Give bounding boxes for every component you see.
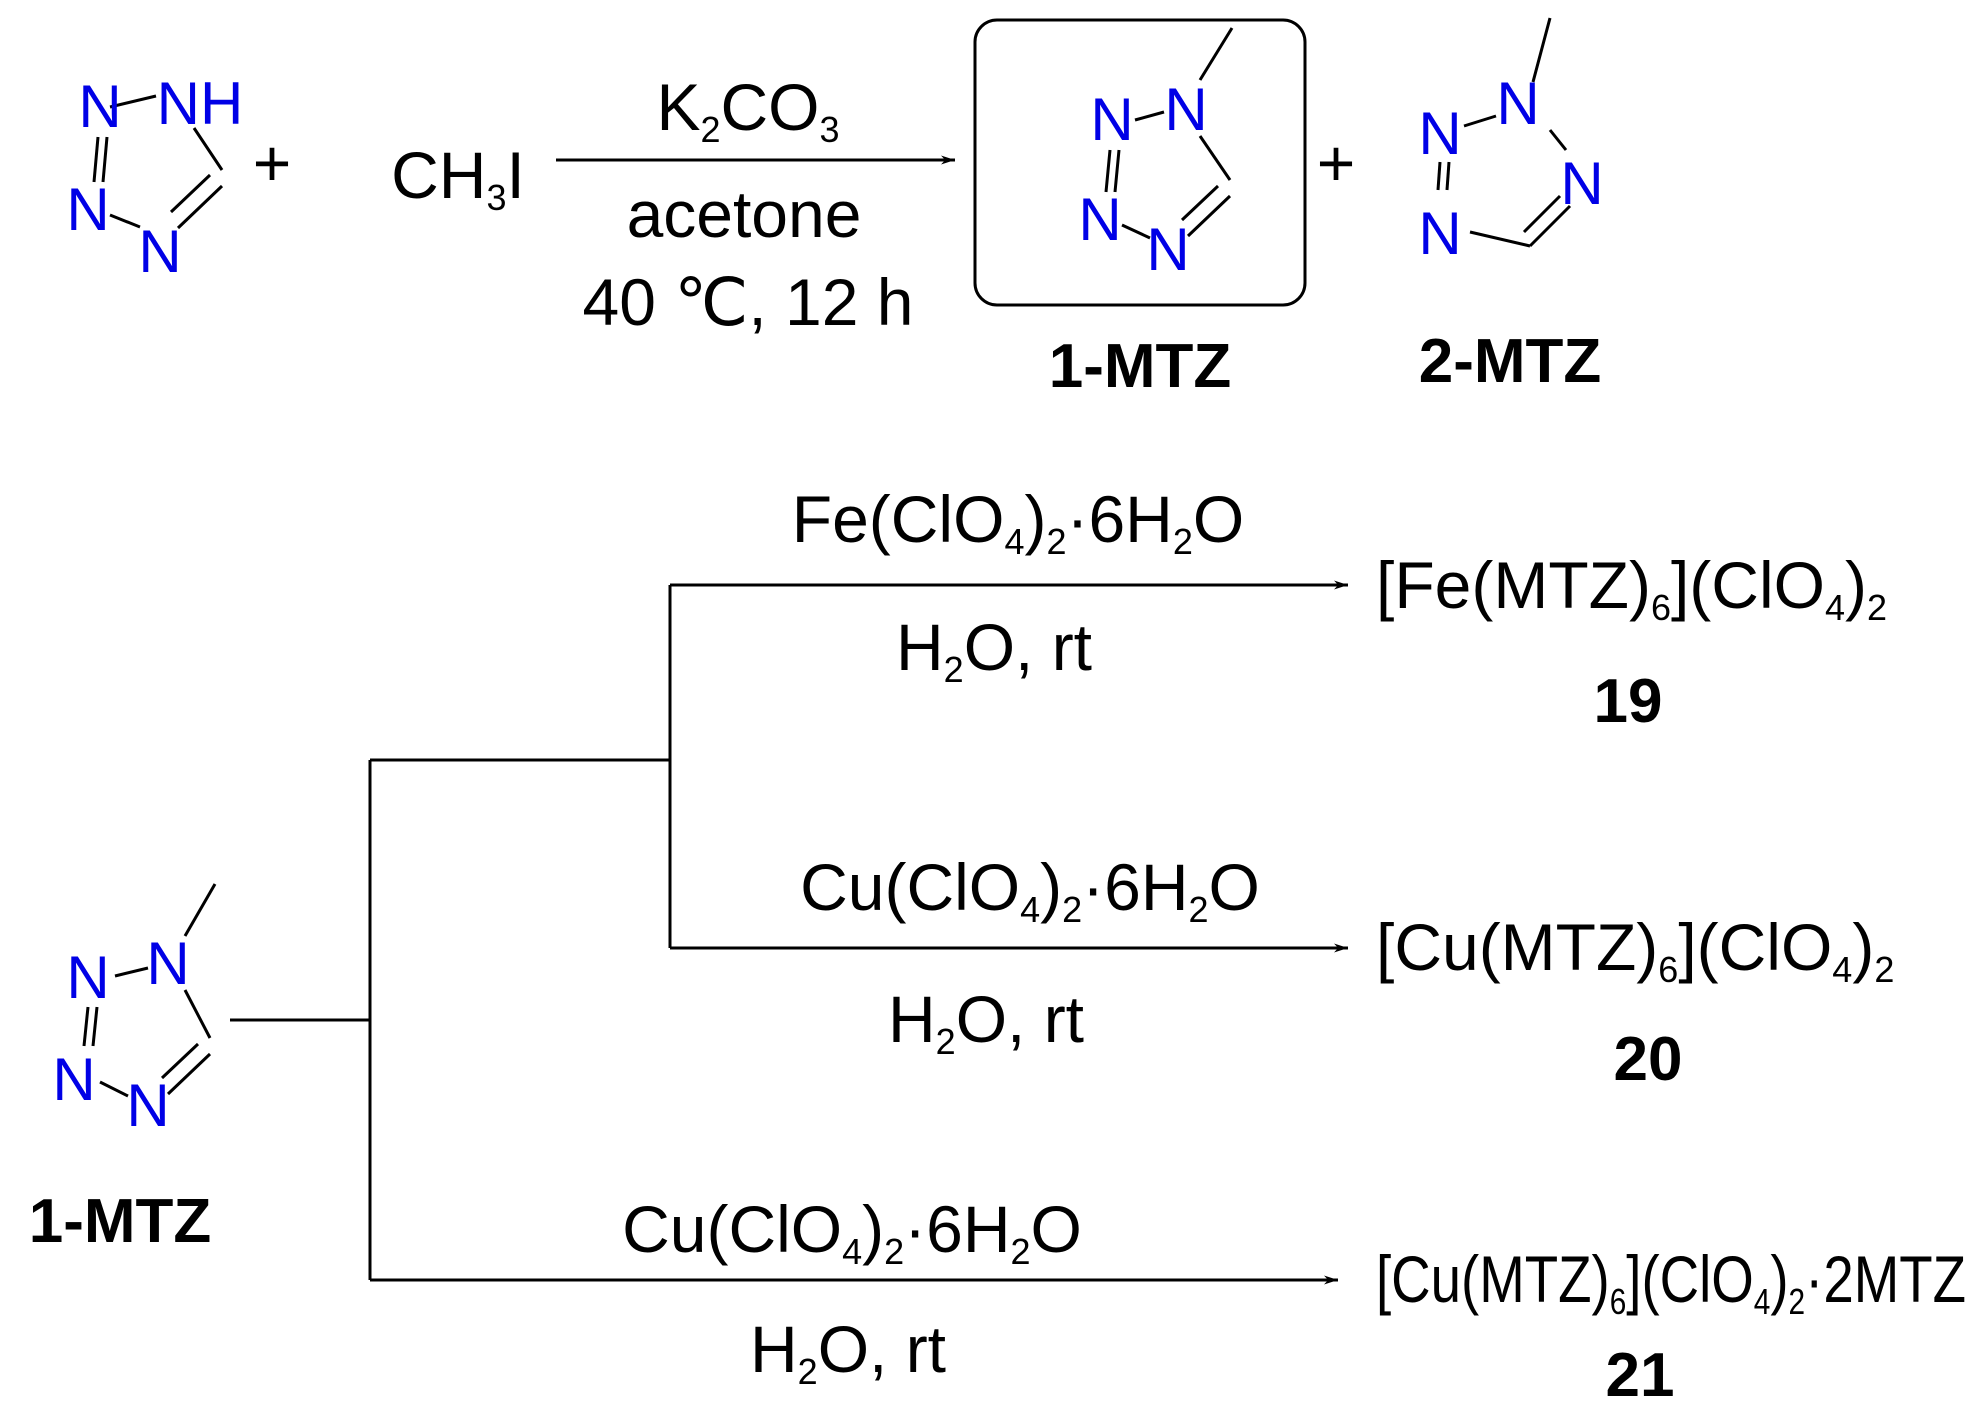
plus-sign: + (1317, 126, 1356, 200)
atom-nh: NH (157, 70, 244, 137)
compound-number-21: 21 (1606, 1341, 1675, 1406)
atom-n: N (66, 176, 109, 243)
solvent-label: acetone (627, 177, 862, 251)
product-highlight-box (973, 18, 1307, 307)
branch-conditions-21: H2O, rt (750, 1312, 946, 1392)
two-mtz-label: 2-MTZ (1419, 327, 1602, 396)
atom-n: N (1496, 70, 1539, 137)
atom-n: N (146, 930, 189, 997)
conditions-label: 40 ℃, 12 h (583, 265, 914, 339)
start-one-mtz-label: 1-MTZ (29, 1187, 212, 1256)
product-formula-19: [Fe(MTZ)6](ClO4)2 (1376, 548, 1887, 628)
branch-reagent-20: Cu(ClO4)2·6H2O (800, 850, 1260, 930)
compound-number-20: 20 (1614, 1025, 1683, 1094)
atom-n: N (126, 1072, 169, 1139)
reagent-potassium-carbonate: K2CO3 (656, 70, 839, 150)
product-formula-20: [Cu(MTZ)6](ClO4)2 (1376, 910, 1894, 990)
branch-reagent-21: Cu(ClO4)2·6H2O (622, 1192, 1082, 1272)
atom-n: N (1560, 150, 1603, 217)
branch-reagent-19: Fe(ClO4)2·6H2O (792, 482, 1244, 562)
atom-n: N (1090, 86, 1133, 153)
atom-n: N (1146, 216, 1189, 283)
atom-n: N (1418, 100, 1461, 167)
atom-n: N (1078, 186, 1121, 253)
plus-sign: + (253, 126, 292, 200)
atom-n: N (138, 218, 181, 285)
product-formula-21: [Cu(MTZ)6](ClO4)2·2MTZ (1376, 1242, 1966, 1322)
one-mtz-structure: N N N N (1078, 27, 1234, 283)
compound-number-19: 19 (1594, 667, 1663, 736)
atom-n: N (1164, 76, 1207, 143)
atom-n: N (66, 944, 109, 1011)
start-one-mtz-structure: N N N N (52, 883, 217, 1139)
two-mtz-structure: N N N N (1418, 17, 1604, 267)
branch-conditions-19: H2O, rt (896, 610, 1092, 690)
tetrazole-reactant-structure: N NH N N (66, 70, 243, 285)
one-mtz-label: 1-MTZ (1049, 332, 1232, 401)
atom-n: N (52, 1046, 95, 1113)
atom-n: N (1418, 200, 1461, 267)
methyl-iodide-formula: CH3I (391, 138, 525, 218)
atom-n: N (78, 73, 121, 140)
branch-conditions-20: H2O, rt (888, 982, 1084, 1062)
